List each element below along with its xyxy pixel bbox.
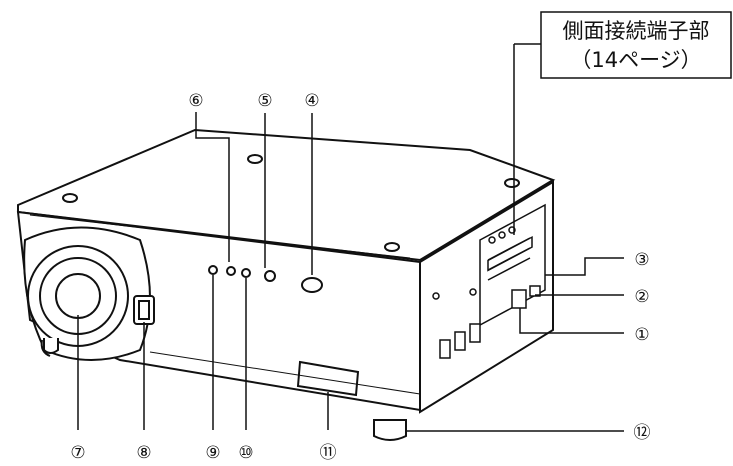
side-panel-label-line1: 側面接続端子部 [563,19,710,43]
callout-6: ⑥ [188,91,203,111]
callout-3: ③ [634,250,649,270]
callout-8: ⑧ [136,443,151,463]
callout-4: ④ [304,91,319,111]
side-connector-panel [479,203,546,327]
lens-assembly [23,226,151,361]
callout-11: ⑪ [320,443,337,463]
callout-labels: ① ② ③ ④ ⑤ ⑥ ⑦ ⑧ ⑨ ⑩ ⑪ ⑫ [70,91,650,463]
callout-1: ① [634,325,649,345]
callout-12: ⑫ [634,423,651,443]
side-panel-label-box: 側面接続端子部 （14ページ） [540,11,732,79]
lens-release-button [133,295,155,325]
side-panel-label-line2: （14ページ） [570,48,701,72]
air-intake-panel [149,351,421,397]
leader-lines [77,43,624,432]
callout-2: ② [634,287,649,307]
callout-7: ⑦ [70,443,85,463]
front-indicators [208,265,323,293]
adjuster-feet [43,338,407,441]
callout-5: ⑤ [257,91,272,111]
side-vents [432,288,481,359]
callout-10: ⑩ [238,443,253,463]
callout-9: ⑨ [205,443,220,463]
